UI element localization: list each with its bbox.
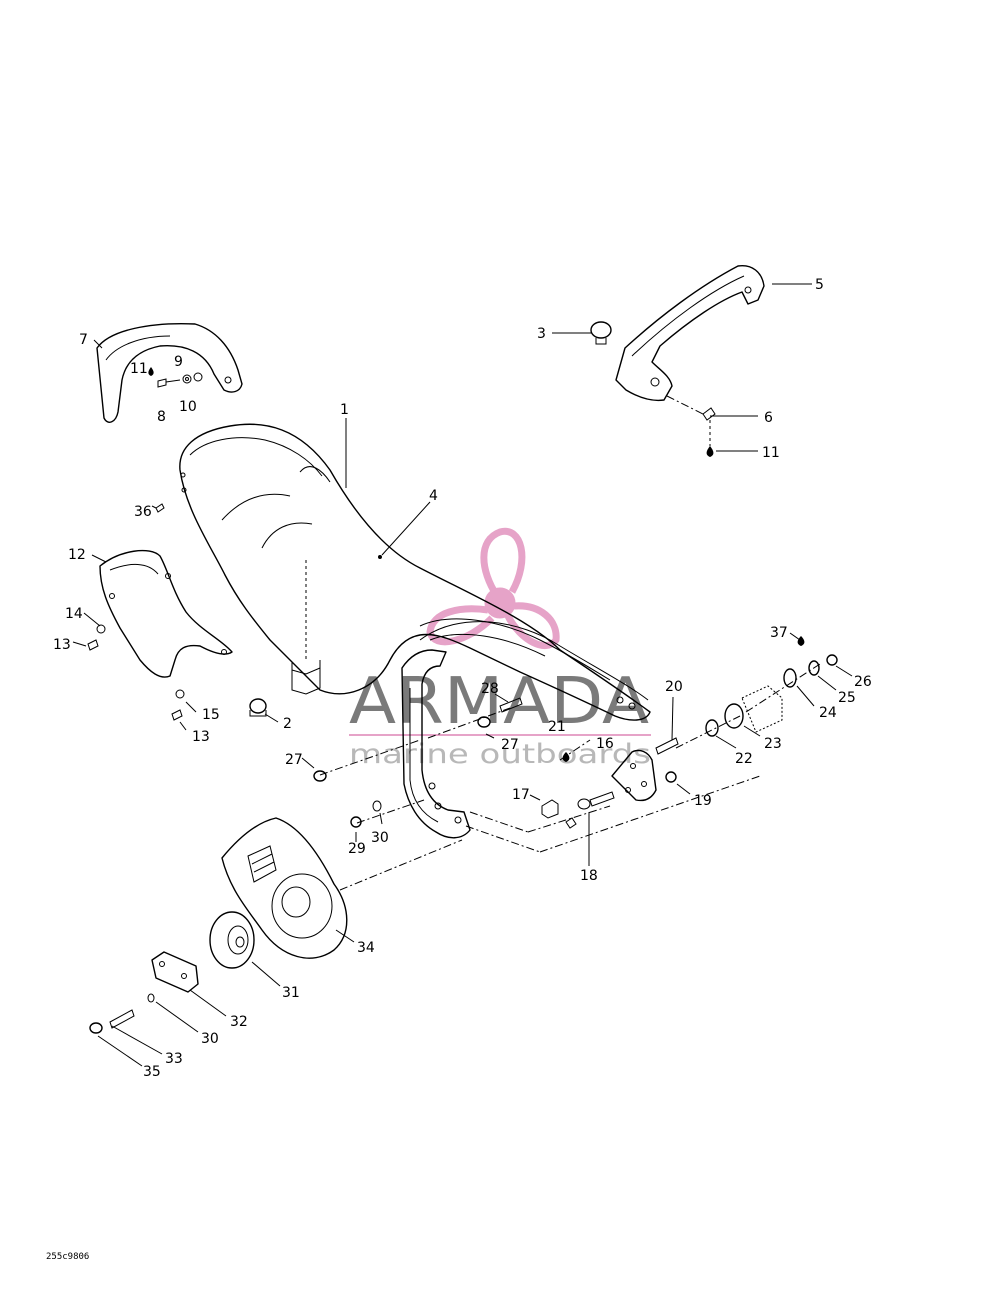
callout-14: 14	[65, 606, 83, 622]
support-bracket	[401, 621, 649, 839]
part-36-screw	[155, 503, 165, 513]
callout-21: 21	[548, 719, 566, 735]
callout-6: 6	[764, 410, 773, 426]
part-1-seat	[179, 423, 651, 721]
callout-3: 3	[537, 326, 546, 342]
part-18-bolt	[577, 791, 615, 810]
part-17-stud	[541, 799, 577, 829]
callout-19: 19	[694, 793, 712, 809]
part-11-grommet	[706, 446, 714, 457]
part-27-washer	[313, 770, 327, 782]
part-5-handle	[615, 265, 765, 402]
callout-27b: 27	[501, 737, 519, 753]
part-26-nut	[826, 654, 838, 666]
callout-22: 22	[735, 751, 753, 767]
part-35-cap	[89, 1022, 103, 1034]
callout-32: 32	[230, 1014, 248, 1030]
callout-27a: 27	[285, 752, 303, 768]
part-3-plug	[590, 321, 612, 345]
callout-17: 17	[512, 787, 530, 803]
propeller-icon	[426, 527, 560, 649]
callout-35: 35	[143, 1064, 161, 1080]
callout-30b: 30	[201, 1031, 219, 1047]
part-21-grommet	[562, 752, 570, 762]
callout-8: 8	[157, 409, 166, 425]
callout-labels: 1 2 3 4 5 6 7 8 9 10 11 11 12 13 13 14 1…	[53, 277, 872, 1080]
leader-lines	[72, 283, 853, 1067]
watermark-brand: ARMADA	[349, 665, 649, 739]
callout-34: 34	[357, 940, 375, 956]
callout-31: 31	[282, 985, 300, 1001]
part-27-washer-b	[477, 716, 491, 728]
part-22-washer	[705, 719, 719, 737]
part-6-screw	[666, 395, 716, 421]
callout-28: 28	[481, 681, 499, 697]
callout-16: 16	[596, 736, 614, 752]
callout-25: 25	[838, 690, 856, 706]
callout-26: 26	[854, 674, 872, 690]
part-33-bolt	[109, 1009, 135, 1029]
part-19-nut	[665, 771, 677, 783]
part-24-washer	[783, 668, 797, 688]
callout-1: 1	[340, 402, 349, 418]
part-30-washer	[372, 800, 382, 812]
part-32-clamp	[151, 951, 199, 993]
watermark-logo: ARMADA marine outboards	[349, 527, 651, 770]
callout-11a: 11	[130, 361, 148, 377]
hardware-13-15	[87, 624, 185, 721]
assembly-lines	[319, 663, 821, 891]
part-29-nut	[350, 816, 362, 828]
callout-5: 5	[815, 277, 824, 293]
callout-18: 18	[580, 868, 598, 884]
callout-33: 33	[165, 1051, 183, 1067]
callout-24: 24	[819, 705, 837, 721]
part-34-housing	[221, 817, 348, 959]
callout-2: 2	[283, 716, 292, 732]
part-23-washer	[724, 703, 744, 729]
callout-12: 12	[68, 547, 86, 563]
callout-9: 9	[174, 354, 183, 370]
callout-20: 20	[665, 679, 683, 695]
callout-23: 23	[764, 736, 782, 752]
part-30-washer-b	[147, 993, 155, 1003]
part-31-pulley	[209, 911, 255, 969]
callout-36: 36	[134, 504, 152, 520]
part-12-side-bracket	[99, 549, 233, 678]
callout-30a: 30	[371, 830, 389, 846]
part-7-rear-bracket	[96, 323, 243, 423]
parts-artwork	[87, 265, 838, 1034]
callout-37: 37	[770, 625, 788, 641]
callout-13a: 13	[53, 637, 71, 653]
part-2-bumper	[249, 698, 267, 717]
callout-15: 15	[202, 707, 220, 723]
callout-10: 10	[179, 399, 197, 415]
drawing-code: 255c9806	[46, 1252, 89, 1262]
hardware-8-11	[148, 367, 203, 388]
part-20-bolt	[655, 737, 679, 755]
callout-13b: 13	[192, 729, 210, 745]
part-25-washer	[808, 660, 820, 676]
part-16-mount-plate	[611, 749, 657, 802]
callout-7: 7	[79, 332, 88, 348]
watermark-subtitle: marine outboards	[349, 739, 651, 770]
part-28-bolt	[499, 697, 523, 713]
callout-11b: 11	[762, 445, 780, 461]
part-37-grommet	[797, 636, 805, 646]
callout-29: 29	[348, 841, 366, 857]
callout-4: 4	[429, 488, 438, 504]
